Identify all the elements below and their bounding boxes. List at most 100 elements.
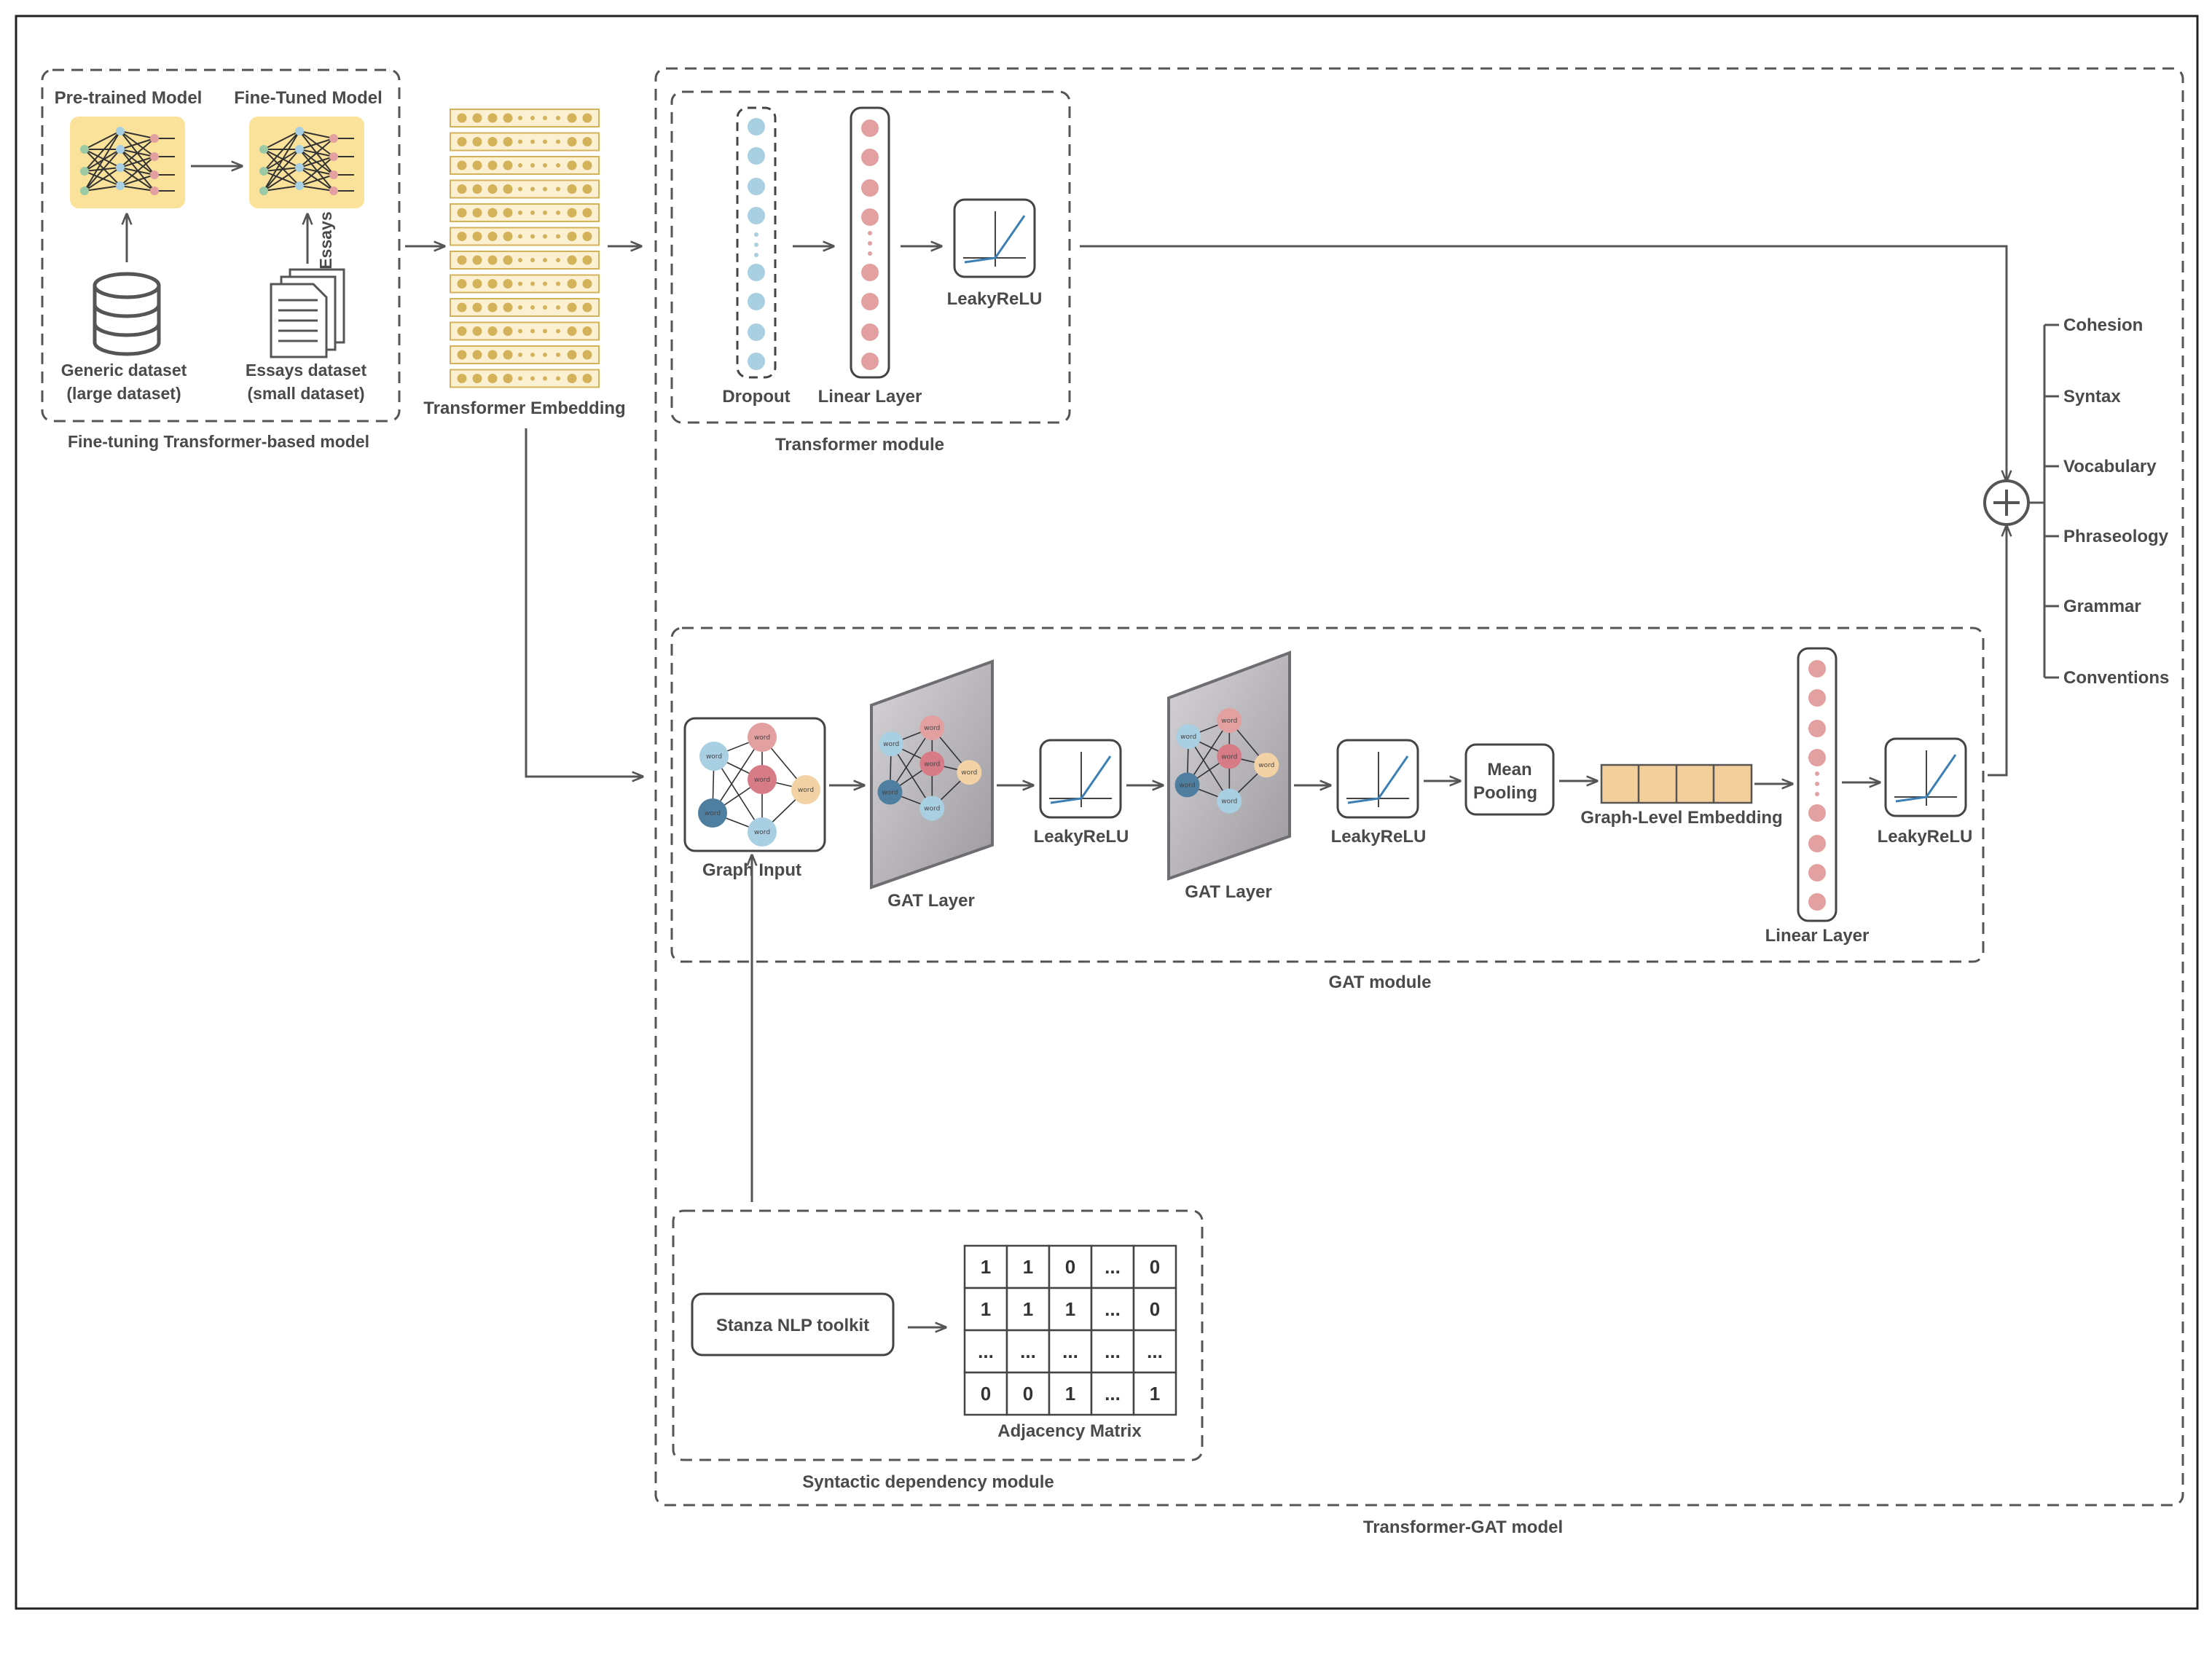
matrix-cell: 1 [1005, 1287, 1051, 1332]
transformer-module-label: Transformer module [775, 435, 944, 455]
svg-text:1: 1 [1065, 1383, 1075, 1405]
graph-node: word [698, 798, 727, 828]
svg-text:word: word [961, 769, 977, 777]
svg-text:1: 1 [1065, 1298, 1075, 1320]
stanza-toolkit-box [691, 1292, 895, 1356]
transformer-embedding-block [450, 109, 600, 388]
svg-text:word: word [754, 734, 770, 742]
svg-text:0: 0 [1150, 1256, 1160, 1278]
neuron-node [861, 149, 879, 166]
documents-icon [270, 268, 345, 358]
graph-node: word [1217, 744, 1242, 769]
svg-text:0: 0 [1023, 1383, 1033, 1405]
finetuned-network-icon [249, 117, 364, 208]
essays-dataset-line1: Essays dataset [246, 361, 367, 380]
neuron-node [748, 207, 765, 224]
graph-node: word [1176, 724, 1201, 750]
svg-text:word: word [1179, 782, 1195, 789]
neuron-node [748, 264, 765, 281]
svg-text:word: word [883, 741, 899, 748]
svg-text:word: word [1180, 734, 1196, 741]
arrow-transformer-to-sum [1080, 245, 2007, 481]
embedding-row [450, 156, 600, 175]
adjacency-matrix-label: Adjacency Matrix [997, 1421, 1142, 1441]
neuron-node [1808, 893, 1826, 911]
matrix-cell: 0 [1048, 1244, 1093, 1289]
gat-linear-layer [1797, 647, 1838, 922]
svg-text:word: word [754, 777, 770, 784]
graph-node: word [1174, 772, 1200, 798]
leakyrelu-icon-gat-1 [1039, 739, 1122, 819]
graph-node: word [748, 723, 777, 752]
graph-node: word [699, 742, 729, 771]
arrow-gat-to-sum [1988, 526, 2007, 777]
svg-text:1: 1 [1150, 1383, 1160, 1405]
graph-node: word [879, 731, 904, 757]
svg-text:1: 1 [981, 1256, 991, 1278]
neuron-node [1808, 660, 1826, 678]
mean-pooling-line2: Pooling [1473, 783, 1537, 803]
gat-layer-2-label: GAT Layer [1185, 882, 1272, 902]
neuron-node [1808, 749, 1826, 766]
svg-text:...: ... [978, 1340, 994, 1362]
graph-node: word [957, 760, 982, 785]
embedding-row [450, 132, 600, 152]
matrix-cell: ... [1090, 1371, 1135, 1416]
matrix-cell: ... [1048, 1329, 1093, 1374]
graph-node: word [919, 715, 945, 740]
pretrained-model-title: Pre-trained Model [55, 88, 203, 108]
gat-leakyrelu-3-label: LeakyReLU [1878, 827, 1973, 847]
neuron-node [861, 353, 879, 370]
neuron-node [748, 323, 765, 341]
svg-text:word: word [1221, 753, 1237, 761]
gat-module-label: GAT module [1329, 973, 1432, 992]
mean-pooling-line1: Mean [1487, 760, 1531, 780]
matrix-cell: 1 [1048, 1287, 1093, 1332]
matrix-cell: ... [1090, 1244, 1135, 1289]
svg-text:word: word [924, 806, 940, 813]
pretrained-network-icon [70, 117, 185, 208]
matrix-cell: 0 [963, 1371, 1008, 1416]
gat-linear-label: Linear Layer [1765, 926, 1870, 946]
syntactic-module-label: Syntactic dependency module [802, 1472, 1054, 1492]
embedding-row [450, 274, 600, 294]
gat-layer-1-label: GAT Layer [887, 891, 975, 911]
gat-layer-1: word word word word word word [870, 659, 994, 890]
database-icon [93, 272, 161, 356]
mean-pooling-box [1464, 743, 1555, 816]
svg-text:...: ... [1062, 1340, 1078, 1362]
matrix-cell: ... [1005, 1329, 1051, 1374]
gat-module-box [670, 627, 1985, 963]
svg-text:word: word [882, 789, 898, 796]
output-cohesion: Cohesion [2063, 315, 2143, 335]
matrix-cell: ... [1090, 1329, 1135, 1374]
output-targets: CohesionSyntaxVocabularyPhraseologyGramm… [2044, 315, 2169, 688]
graph-node: word [791, 775, 820, 804]
neuron-node [748, 353, 765, 370]
neuron-node [1808, 864, 1826, 881]
svg-text:word: word [924, 725, 940, 732]
graph-level-embedding-block [1600, 763, 1753, 804]
matrix-cell: ... [963, 1329, 1008, 1374]
dropout-label: Dropout [722, 387, 790, 407]
dropout-layer [736, 106, 777, 379]
neuron-node [748, 178, 765, 195]
sum-icon [1983, 479, 2030, 526]
transformer-linear-label: Linear Layer [818, 387, 922, 407]
graph-level-embedding-label: Graph-Level Embedding [1580, 808, 1782, 828]
graph-node: word [919, 751, 945, 777]
figure-border [15, 15, 2199, 1610]
finetuned-model-title: Fine-Tuned Model [234, 88, 383, 108]
gat-leakyrelu-1-label: LeakyReLU [1034, 827, 1129, 847]
leakyrelu-icon-transformer [953, 198, 1036, 278]
finetune-group-box [41, 68, 401, 423]
graph-node: word [1217, 708, 1242, 733]
svg-text:...: ... [1020, 1340, 1036, 1362]
svg-text:...: ... [1105, 1340, 1121, 1362]
embedding-row [450, 227, 600, 246]
transformer-leakyrelu-label: LeakyReLU [947, 289, 1043, 309]
embedding-row [450, 251, 600, 270]
svg-text:word: word [1258, 762, 1274, 769]
